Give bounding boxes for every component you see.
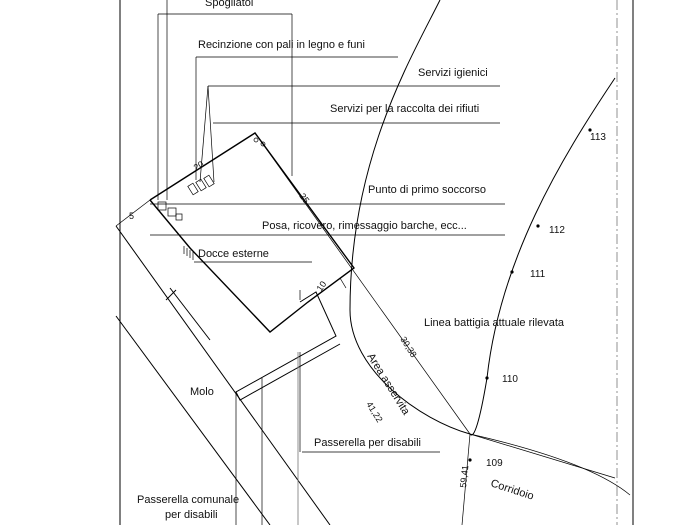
label-passerella-disabili: Passerella per disabili xyxy=(314,437,421,449)
dimension-20: 20 xyxy=(192,159,206,173)
dimension-5: 5 xyxy=(129,211,134,221)
leader-lines xyxy=(150,13,505,453)
dimension-41-22: 41,22 xyxy=(364,400,384,424)
label-docce: Docce esterne xyxy=(198,248,269,260)
point-111: 111 xyxy=(530,269,546,280)
label-molo: Molo xyxy=(190,386,214,398)
shower-ticks xyxy=(183,246,194,260)
label-servizi-rifiuti: Servizi per la raccolta dei rifiuti xyxy=(330,103,479,115)
changing-room-symbols xyxy=(157,201,183,221)
boundary-curve xyxy=(469,433,631,496)
pier-lines xyxy=(115,225,331,525)
point-109: 109 xyxy=(486,458,503,469)
survey-point-markers xyxy=(468,128,592,462)
label-posa-barche: Posa, ricovero, rimessaggio barche, ecc.… xyxy=(262,220,467,232)
label-servizi-igienici: Servizi igienici xyxy=(418,67,488,79)
point-112: 112 xyxy=(549,225,565,236)
vertical-leaders xyxy=(157,0,301,452)
dimension-59-41: 59,41 xyxy=(458,465,470,488)
toilet-symbols xyxy=(187,174,215,196)
corridor-line xyxy=(469,433,616,479)
label-primo-soccorso: Punto di primo soccorso xyxy=(368,184,486,196)
point-113: 113 xyxy=(590,132,606,143)
label-linea-battigia: Linea battigia attuale rilevata xyxy=(424,317,565,329)
point-110: 110 xyxy=(502,374,518,385)
label-corridoio: Corridoio xyxy=(489,477,535,502)
dimension-30-38: 30,38 xyxy=(398,335,418,359)
label-passerella-comunale-2: per disabili xyxy=(165,509,218,521)
waste-bin-icon xyxy=(253,137,259,143)
label-recinzione: Recinzione con pali in legno e funi xyxy=(198,39,365,51)
shoreline-survey xyxy=(469,77,616,436)
label-spogliatoi: Spogliatoi xyxy=(205,0,253,9)
disabled-walkway xyxy=(235,291,341,401)
coastline-curve xyxy=(349,0,471,435)
dimension-lines xyxy=(115,132,471,525)
waste-bin-icon-2 xyxy=(260,141,266,147)
dimension-10: 10 xyxy=(314,279,328,293)
label-passerella-comunale-1: Passerella comunale xyxy=(137,494,239,506)
dimension-25: 25 xyxy=(297,191,311,205)
